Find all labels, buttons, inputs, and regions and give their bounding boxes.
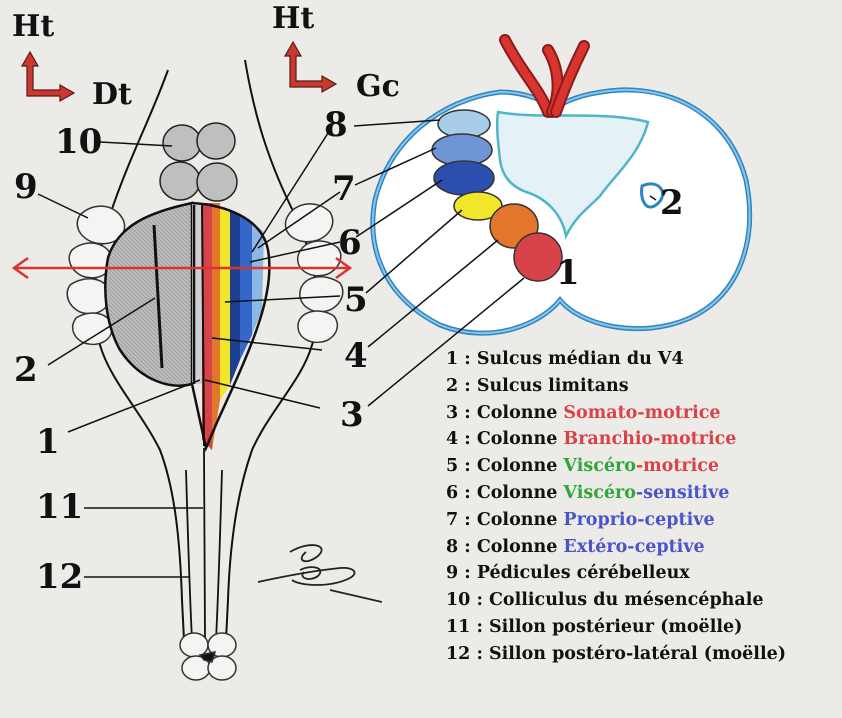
label-4: 4 <box>344 336 368 376</box>
legend-item-colored-term: Viscéro <box>563 482 636 503</box>
colliculi <box>159 122 238 202</box>
legend-item-colored-term: -sensitive <box>635 482 730 503</box>
legend-item: 3 : Colonne Somato-motrice <box>446 403 842 430</box>
legend-item: 8 : Colonne Extéro-ceptive <box>446 537 842 564</box>
legend-item-label: 4 : Colonne <box>446 429 564 450</box>
label-8: 8 <box>324 105 348 145</box>
legend-item-label: 9 : Pédicules cérébelleux <box>446 563 690 584</box>
legend-item: 9 : Pédicules cérébelleux <box>446 563 842 590</box>
legend-item: 4 : Colonne Branchio-motrice <box>446 429 842 456</box>
legend-item-colored-term: Proprio-ceptive <box>563 509 715 530</box>
rhomboid-fossa <box>104 201 271 453</box>
legend-item-label: 1 : Sulcus médian du V4 <box>446 349 684 369</box>
label-7: 7 <box>332 169 356 209</box>
legend-item-label: 12 : Sillon postéro-latéral (moëlle) <box>446 643 787 664</box>
axis-arrow-left-icon <box>20 50 76 103</box>
axis-arrow-right-icon <box>283 40 338 94</box>
legend-item: 7 : Colonne Proprio-ceptive <box>446 510 842 537</box>
legend-item-label: 2 : Sulcus limitans <box>446 375 629 396</box>
label-1: 1 <box>36 422 60 462</box>
spinal-cord-sulci <box>185 447 223 641</box>
label-12: 12 <box>36 557 84 597</box>
cord-section <box>179 632 237 681</box>
legend-item-label: 11 : Sillon postérieur (moëlle) <box>446 616 743 637</box>
label-9: 9 <box>14 167 38 207</box>
legend-item-label: 6 : Colonne <box>446 482 564 503</box>
legend-item: 2 : Sulcus limitans <box>446 376 842 403</box>
leader-lines-right <box>353 119 657 407</box>
legend-item-label: 5 : Colonne <box>446 456 564 477</box>
section-label-2: 2 <box>660 183 684 223</box>
legend-item: 10 : Colliculus du mésencéphale <box>446 590 842 617</box>
label-3: 3 <box>340 395 364 435</box>
signature <box>257 544 383 603</box>
label-2: 2 <box>14 350 38 390</box>
legend-item: 5 : Colonne Viscéro-motrice <box>446 456 842 483</box>
section-view <box>370 34 753 336</box>
legend-item-label: 8 : Colonne <box>446 536 564 557</box>
legend-item: 1 : Sulcus médian du V4 <box>446 349 842 376</box>
axis-left-side-label: Dt <box>92 77 132 112</box>
label-5: 5 <box>344 280 368 320</box>
legend-item-colored-term: Extéro-ceptive <box>563 536 705 557</box>
legend-item-colored-term: Somato-motrice <box>563 402 721 423</box>
axis-right-up-label: Ht <box>272 1 315 36</box>
legend: 1 : Sulcus médian du V4 2 : Sulcus limita… <box>446 349 842 671</box>
legend-item: 6 : Colonne Viscéro-sensitive <box>446 483 842 510</box>
legend-item-colored-term: -motrice <box>635 456 720 477</box>
label-6: 6 <box>338 223 362 263</box>
leader-lines-left <box>37 129 341 578</box>
axis-left-up-label: Ht <box>12 9 55 44</box>
label-11: 11 <box>36 487 84 527</box>
legend-item-colored-term: Branchio-motrice <box>563 429 737 450</box>
brainstem-outline <box>93 59 319 641</box>
legend-item-label: 10 : Colliculus du mésencéphale <box>446 590 764 611</box>
legend-item: 11 : Sillon postérieur (moëlle) <box>446 617 842 644</box>
legend-item-label: 7 : Colonne <box>446 509 564 530</box>
cerebellar-peduncles <box>66 203 344 346</box>
legend-item: 12 : Sillon postéro-latéral (moëlle) <box>446 644 842 671</box>
section-label-1: 1 <box>556 253 580 293</box>
section-plane-arrow <box>11 256 353 280</box>
label-10: 10 <box>55 122 103 162</box>
legend-item-colored-term: Viscéro <box>563 456 636 477</box>
axis-right-side-label: Gc <box>356 69 400 104</box>
legend-item-label: 3 : Colonne <box>446 402 564 423</box>
